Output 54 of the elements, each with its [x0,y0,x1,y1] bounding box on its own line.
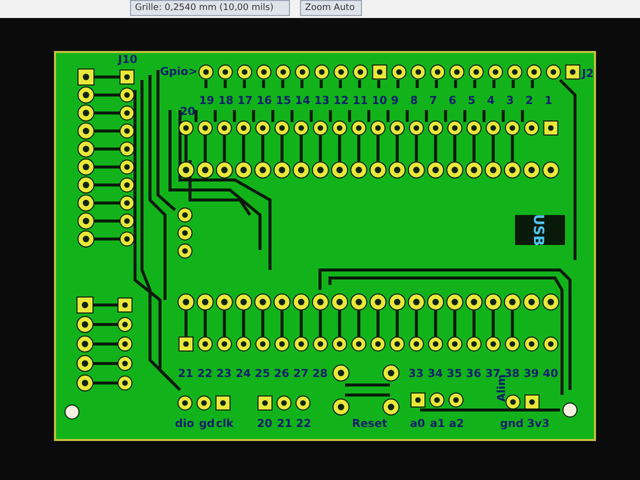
pin-number: 15 [276,95,292,107]
pin-number: 40 [542,368,558,380]
pin-label: a2 [449,418,464,430]
pin-number: 2 [525,95,534,107]
pin-number: 3 [506,95,514,107]
reference-label: J10 [118,54,138,66]
connector-label: Gpio> [160,66,198,78]
pin-number: 20 [180,106,196,118]
pin-label: 20 [257,418,272,430]
pin-number: 33 [408,368,424,380]
pin-number: 19 [199,95,214,107]
pin-label: gnd [500,418,524,430]
pin-number: 22 [197,368,212,380]
pin-number: 8 [410,95,418,107]
pin-number: 34 [428,368,443,380]
zoom-select: Zoom Auto [300,0,362,16]
pin-label: clk [216,418,234,430]
pin-number: 17 [237,95,253,107]
pin-number: 14 [295,95,310,107]
pin-number: 6 [448,95,456,107]
pin-number: 1 [544,95,552,107]
pin-number: 23 [216,368,232,380]
grid-select: Grille: 0,2540 mm (10,00 mils) [130,0,290,16]
pin-number: 21 [178,368,194,380]
pin-number: 11 [352,95,368,107]
pin-number: 5 [468,95,476,107]
pin-number: 4 [487,95,495,107]
pin-label: 3v3 [527,418,550,430]
pin-number: 26 [274,368,290,380]
pin-number: 25 [254,368,270,380]
pin-number: 12 [333,95,349,107]
pin-number: 9 [391,95,399,107]
pin-label: 21 [277,418,292,430]
pin-number: 28 [312,368,328,380]
pin-label: dio [175,418,194,430]
pin-number: 38 [504,368,520,380]
pin-label: a0 [410,418,426,430]
pin-number: 36 [466,368,482,380]
pin-number: 16 [256,95,272,107]
pin-number: 37 [485,368,500,380]
pin-number: 13 [314,95,330,107]
pin-number: 18 [218,95,234,107]
pin-number: 35 [446,368,462,380]
pin-label: Reset [352,418,388,430]
pin-label: gd [199,418,215,430]
pin-number: 24 [236,368,251,380]
silkscreen-label: USB [531,214,546,246]
pin-label: 22 [296,418,312,430]
pin-label: a1 [430,418,446,430]
pin-number: 10 [372,95,388,107]
pin-number: 7 [429,95,438,107]
reference-label: J2 [582,68,594,80]
pin-number: 39 [524,368,539,380]
pin-number: 27 [293,368,308,380]
